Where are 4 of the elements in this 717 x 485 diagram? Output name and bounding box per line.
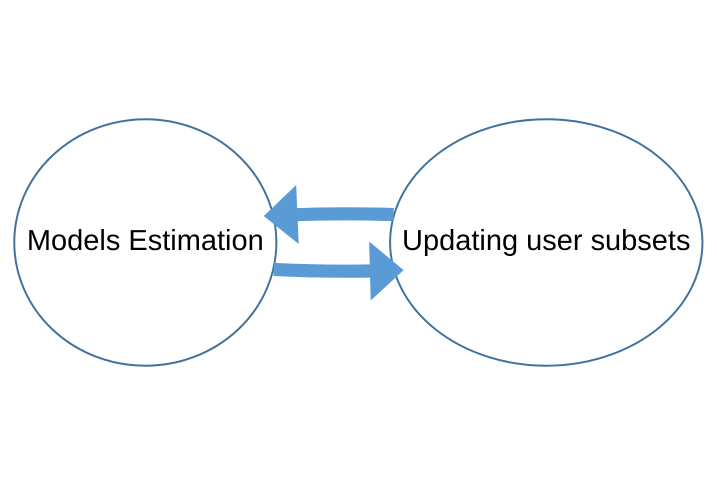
arrow: [264, 185, 394, 244]
node-circle: Models Estimation: [13, 118, 278, 367]
node-ellipse: Updating user subsets: [389, 118, 704, 367]
arrow: [273, 242, 404, 301]
